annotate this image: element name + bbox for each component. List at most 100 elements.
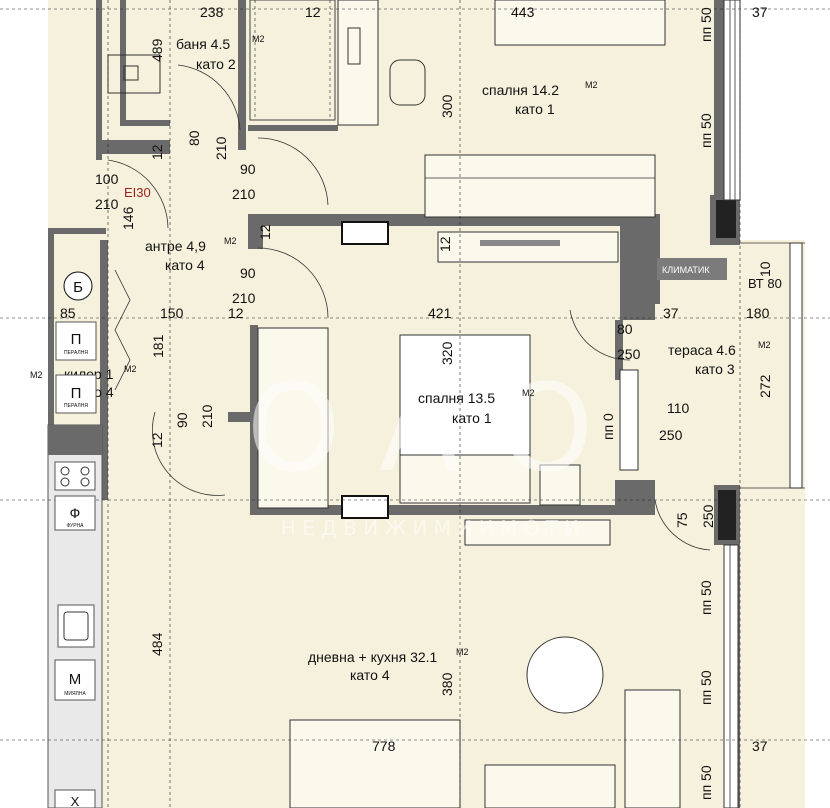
dim-90-c: 90 bbox=[174, 412, 190, 428]
dim-37-bottom: 37 bbox=[752, 738, 768, 754]
dim-210-d: 210 bbox=[232, 290, 256, 306]
outside-left bbox=[0, 0, 48, 808]
dim-250-b: 250 bbox=[659, 427, 683, 443]
svg-text:Х: Х bbox=[71, 794, 80, 808]
room-living-unit: М2 bbox=[456, 647, 469, 657]
dishwasher-icon: М МИЯЛНА bbox=[54, 659, 96, 701]
washer-icon: П ПЕРАЛНЯ bbox=[55, 321, 97, 361]
room-bedroom2-unit: М2 bbox=[522, 388, 535, 398]
dim-484: 484 bbox=[149, 632, 165, 656]
room-bedroom2-name: спалня 13.5 bbox=[418, 390, 495, 406]
room-storage-unit: М2 bbox=[124, 364, 137, 374]
dim-90-a: 90 bbox=[240, 161, 256, 177]
dim-37-top: 37 bbox=[752, 4, 768, 20]
room-bedroom1-unit: М2 bbox=[585, 80, 598, 90]
dim-210-c: 210 bbox=[95, 196, 119, 212]
pp50-c: пп 50 bbox=[698, 580, 714, 615]
ac-label: КЛИМАТИК bbox=[662, 265, 710, 275]
vent-label: ВТ 80 bbox=[748, 276, 782, 291]
pp50-d: пп 50 bbox=[698, 670, 714, 705]
dim-421: 421 bbox=[428, 305, 452, 321]
dim-443: 443 bbox=[511, 4, 535, 20]
dim-380: 380 bbox=[439, 672, 455, 696]
svg-text:П: П bbox=[71, 331, 82, 348]
room-bath-unit: М2 bbox=[252, 34, 265, 44]
outside-right-bottom bbox=[805, 240, 830, 808]
living-furniture bbox=[289, 636, 681, 808]
svg-text:МИЯЛНА: МИЯЛНА bbox=[64, 691, 86, 697]
pp0-label: пп 0 bbox=[600, 413, 616, 440]
dim-146: 146 bbox=[120, 206, 136, 230]
window-right-top bbox=[723, 0, 741, 201]
room-terrace-unit: М2 bbox=[758, 340, 771, 350]
room-terrace-name: тераса 4.6 bbox=[668, 342, 736, 358]
room-bath-floor: като 2 bbox=[196, 56, 236, 72]
dim-10: 10 bbox=[757, 261, 773, 277]
dim-778: 778 bbox=[372, 738, 396, 754]
dim-250-c: 250 bbox=[700, 504, 716, 528]
dim-210-a: 210 bbox=[213, 136, 229, 160]
dim-12-f: 12 bbox=[149, 432, 165, 448]
dim-110: 110 bbox=[667, 400, 690, 416]
dim-12-b: 12 bbox=[149, 144, 165, 160]
terrace-floor bbox=[655, 243, 803, 488]
room-hall-unit: М2 bbox=[224, 236, 237, 246]
dim-210-e: 210 bbox=[199, 404, 215, 428]
room-hall-name: антре 4,9 bbox=[145, 238, 206, 254]
svg-text:Ф: Ф bbox=[70, 505, 81, 521]
watermark-text: Н Е Д В И Ж И М И И М О Т И bbox=[281, 516, 580, 540]
pp50-e: пп 50 bbox=[698, 765, 714, 800]
dim-181: 181 bbox=[150, 334, 166, 358]
room-bedroom2-floor: като 1 bbox=[452, 410, 492, 426]
room-living-name: дневна + кухня 32.1 bbox=[308, 649, 438, 665]
sink-icon bbox=[57, 604, 95, 648]
dim-300: 300 bbox=[439, 94, 455, 118]
dim-489: 489 bbox=[149, 38, 165, 62]
oven-icon: Ф ФУРНА bbox=[54, 495, 96, 531]
bathroom-fixtures bbox=[107, 0, 336, 121]
ac-unit bbox=[657, 258, 727, 280]
svg-text:Б: Б bbox=[73, 279, 83, 296]
svg-text:П: П bbox=[71, 385, 82, 402]
outside-right-top bbox=[740, 0, 830, 240]
bedroom1-furniture bbox=[337, 0, 666, 263]
dim-100: 100 bbox=[95, 171, 119, 187]
radiator-bedroom2 bbox=[341, 495, 389, 519]
watermark-logo: O A O bbox=[246, 360, 593, 499]
pp50-b: пп 50 bbox=[698, 113, 714, 148]
dim-210-b: 210 bbox=[232, 186, 256, 202]
dim-90-b: 90 bbox=[240, 265, 256, 281]
dim-180-b: 180 bbox=[746, 305, 770, 321]
dim-80-b: 80 bbox=[617, 321, 633, 337]
fridge-icon: Х bbox=[54, 789, 96, 808]
dim-12-d: 12 bbox=[437, 236, 453, 252]
terrace-railing bbox=[740, 242, 805, 489]
room-hall-floor: като 4 bbox=[165, 257, 205, 273]
dryer-icon: П ПЕРАЛНЯ bbox=[55, 374, 97, 414]
boiler-icon: Б bbox=[63, 271, 93, 301]
dim-12-c: 12 bbox=[257, 224, 273, 240]
room-terrace-floor: като 3 bbox=[695, 361, 735, 377]
dim-12-mid: 12 bbox=[228, 305, 244, 321]
dim-85: 85 bbox=[60, 305, 76, 321]
dim-37-mid: 37 bbox=[663, 305, 679, 321]
room-bath-name: баня 4.5 bbox=[176, 36, 230, 52]
svg-text:ПЕРАЛНЯ: ПЕРАЛНЯ bbox=[64, 403, 88, 409]
stove-icon bbox=[54, 461, 96, 491]
svg-text:М: М bbox=[69, 671, 82, 688]
room-bedroom1-name: спалня 14.2 bbox=[482, 82, 559, 98]
pp50-a: пп 50 bbox=[698, 7, 714, 42]
radiator-hall bbox=[341, 221, 389, 245]
door-swings bbox=[107, 64, 711, 551]
svg-text:ПЕРАЛНЯ: ПЕРАЛНЯ bbox=[64, 350, 88, 356]
window-right-bottom bbox=[723, 544, 739, 808]
dim-75: 75 bbox=[674, 512, 690, 528]
dim-80-a: 80 bbox=[186, 130, 202, 146]
m2-left-label: М2 bbox=[30, 370, 43, 380]
room-living-floor: като 4 bbox=[350, 667, 390, 683]
room-bedroom1-floor: като 1 bbox=[515, 101, 555, 117]
dim-320: 320 bbox=[439, 341, 455, 365]
dim-12-top: 12 bbox=[305, 4, 321, 20]
